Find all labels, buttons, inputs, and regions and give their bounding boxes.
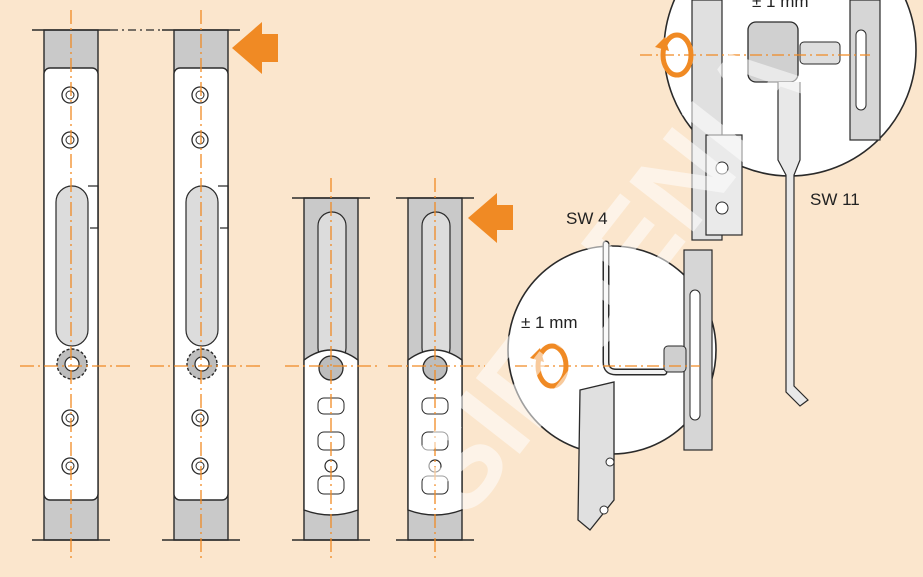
sw11-label: SW 11 (810, 190, 860, 209)
push-arrow-icon (232, 22, 278, 74)
socket-wrench-icon (777, 82, 809, 407)
rotate-arrow-icon (530, 343, 569, 389)
sw4-label: SW 4 (566, 209, 608, 228)
adjust-range-label: ± 1 mm (521, 313, 578, 332)
center-axis-lines (20, 10, 485, 560)
short-strip-3 (292, 197, 370, 541)
rotate-arrow-icon (655, 32, 694, 78)
adjust-range-top-label: ± 1 mm (752, 0, 809, 11)
detail-circle-sw4 (507, 240, 717, 531)
push-arrow-icon (468, 193, 513, 243)
detail-circle-sw11 (640, 0, 917, 407)
